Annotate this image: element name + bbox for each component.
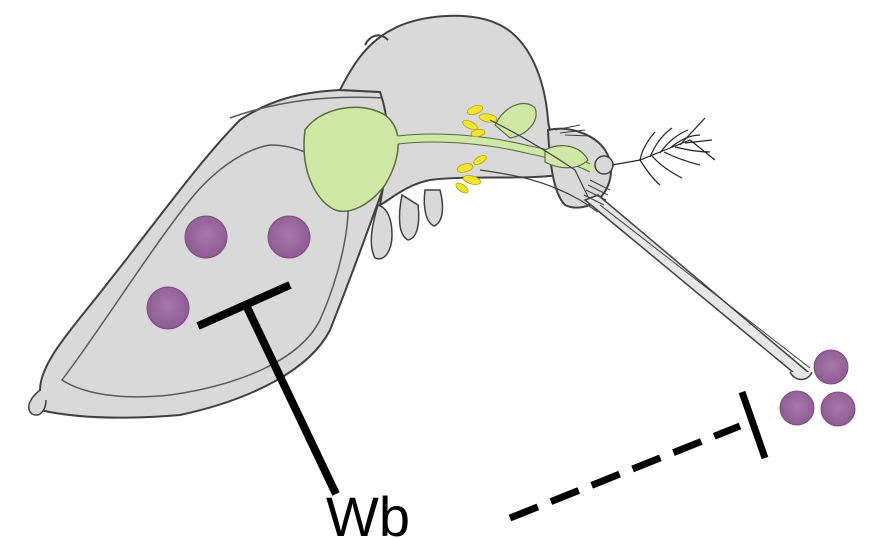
- proboscis: [585, 195, 808, 378]
- proboscis-tip: [790, 372, 812, 380]
- antenna: [612, 118, 715, 185]
- parasite: [821, 392, 855, 426]
- parasite: [147, 287, 189, 329]
- parasite: [814, 350, 848, 384]
- parasite: [268, 216, 310, 258]
- wb-label: Wb: [326, 485, 410, 538]
- compound-eye: [595, 156, 613, 174]
- parasite: [185, 216, 227, 258]
- parasite: [780, 391, 814, 425]
- proboscis-inner-line: [600, 205, 810, 368]
- dashed-inhibition-marker: [510, 392, 765, 518]
